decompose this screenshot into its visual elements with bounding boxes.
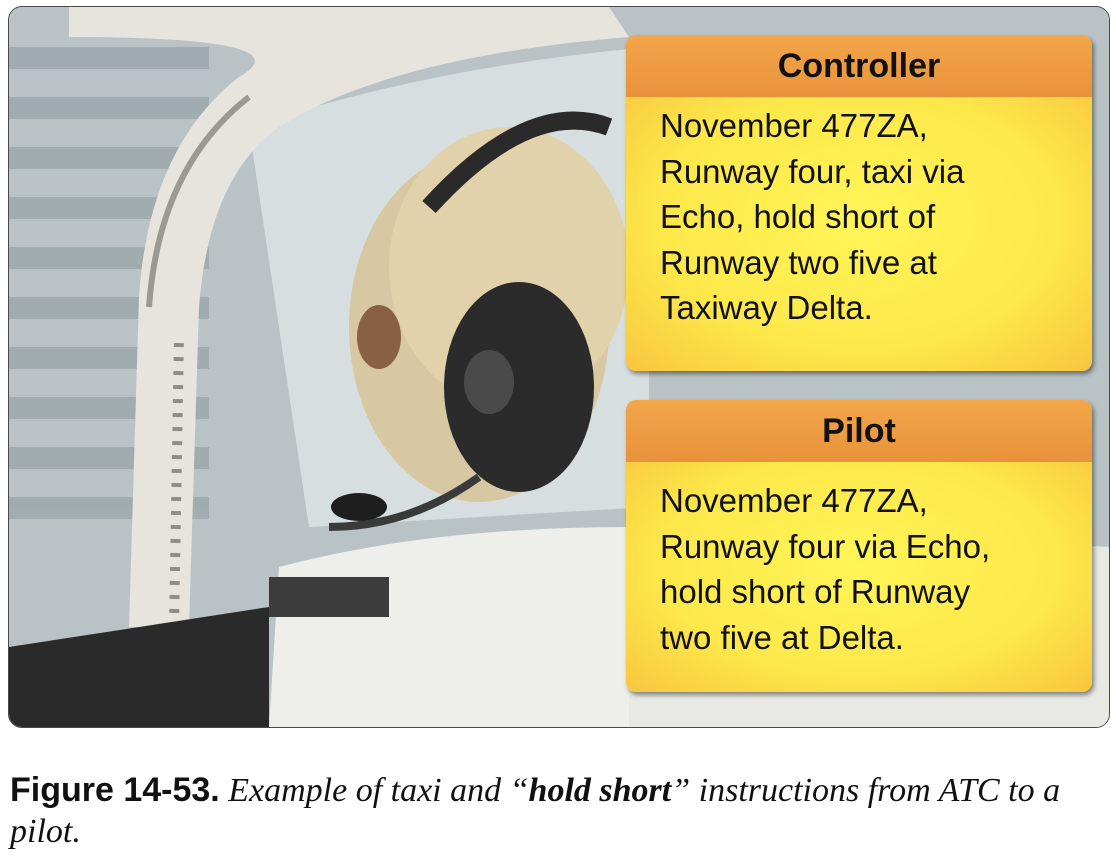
controller-callout: Controller November 477ZA, Runway four, … [626,35,1092,371]
caption-text-before: Example of taxi and “ [219,772,529,809]
pilot-callout-body: November 477ZA, Runway four via Echo, ho… [626,462,1092,692]
caption-text-after: ” instructions from ATC to a pilot. [10,772,1061,850]
caption-emphasis: hold short [528,772,672,809]
figure-label: Figure 14-53. [10,771,220,809]
controller-line: Echo, hold short of [660,198,936,235]
pilot-line: two five at Delta. [660,618,904,656]
controller-line: November 477ZA, [660,107,928,144]
pilot-line: November 477ZA, [660,482,928,519]
pilot-line: Runway four via Echo, [660,527,991,565]
pilot-line: hold short of Runway [660,573,971,610]
controller-callout-body: November 477ZA, Runway four, taxi via Ec… [626,97,1092,371]
pilot-callout-title: Pilot [626,400,1092,462]
figure-caption: Figure 14-53. Example of taxi and “hold … [10,770,1110,852]
controller-line: Runway four, taxi via [660,152,965,190]
controller-line: Taxiway Delta. [660,289,873,326]
controller-line: Runway two five at [660,243,937,281]
pilot-callout: Pilot November 477ZA, Runway four via Ec… [626,400,1092,692]
controller-callout-title: Controller [626,35,1092,97]
